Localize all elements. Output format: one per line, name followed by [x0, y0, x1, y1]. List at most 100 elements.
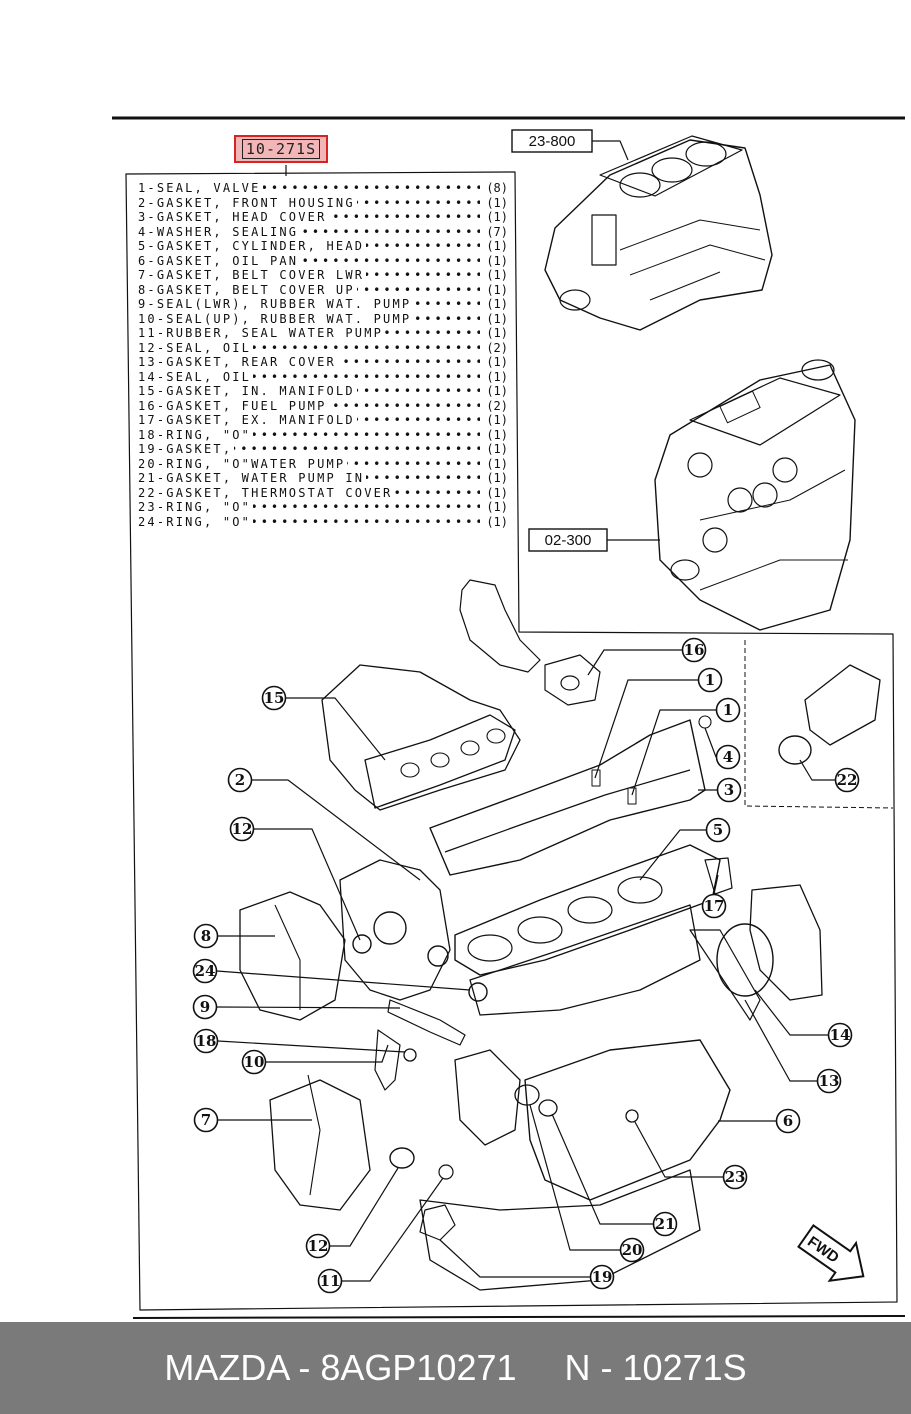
callout-20: 20 [529, 1104, 645, 1263]
callout-16: 16 [587, 637, 707, 676]
parts-list-row: ••••••••••••••••••••••••••••••••••••••••… [138, 239, 510, 254]
callout-3: 3 [698, 777, 742, 803]
part-label: 9-SEAL(LWR), RUBBER WAT. PUMP [138, 297, 414, 311]
engine-assembly-illustration [654, 359, 856, 631]
part-quantity: (1) [486, 326, 508, 340]
part-label: 4-WASHER, SEALING [138, 224, 301, 239]
callout-number: 1 [705, 671, 715, 689]
callout-circle [192, 994, 218, 1020]
head-cover-gasket-edge [444, 769, 691, 853]
callout-12: 12 [229, 816, 361, 941]
part-quantity: (1) [486, 427, 508, 442]
water-pump-inlet-gasket [538, 1099, 558, 1117]
callout-number: 14 [830, 1026, 851, 1044]
callout-number: 10 [244, 1053, 265, 1071]
parts-list-row: ••••••••••••••••••••••••••••••••••••••••… [138, 442, 508, 456]
fuel-pump-gasket-hole [560, 675, 580, 691]
callout-number: 9 [200, 998, 210, 1016]
callout-number: 16 [684, 641, 705, 659]
parts-list-row: ••••••••••••••••••••••••••••••••••••••••… [138, 210, 510, 225]
diagram-frame [125, 171, 898, 1311]
callout-number: 20 [622, 1241, 643, 1259]
callout-2: 2 [227, 767, 421, 881]
part-label: 20-RING, "O"WATER PUMP [138, 456, 348, 471]
engine-port [772, 457, 798, 483]
parts-list-row: ••••••••••••••••••••••••••••••••••••••••… [138, 326, 510, 341]
oring-24 [468, 982, 488, 1002]
parts-list-row: ••••••••••••••••••••••••••••••••••••••••… [138, 282, 510, 298]
callout-circle [193, 1107, 219, 1133]
parts-list-row: ••••••••••••••••••••••••••••••••••••••••… [138, 195, 510, 211]
rear-cover-13 [689, 929, 761, 1021]
callout-21: 21 [551, 1113, 678, 1237]
part-label: 6-GASKET, OIL PAN [138, 253, 301, 268]
water-pump-rubber-seal [438, 1164, 454, 1180]
part-quantity: (1) [486, 471, 508, 485]
cylinder-bore [619, 172, 661, 198]
exhaust-manifold-gasket [704, 857, 733, 895]
head-gasket-bore [467, 934, 513, 962]
callout-number: 4 [723, 748, 733, 766]
front-housing-oring [427, 945, 449, 967]
callout-circle [697, 667, 723, 693]
parts-list-row: ••••••••••••••••••••••••••••••••••••••••… [138, 514, 508, 529]
callout-1: 1 [594, 667, 723, 779]
callout-circle [241, 1049, 267, 1075]
callout-circle [193, 923, 219, 949]
callout-22: 22 [799, 759, 860, 793]
part-label: 7-GASKET, BELT COVER LWR [138, 268, 367, 282]
head-gasket-bore [517, 916, 563, 944]
part-label: 21-GASKET, WATER PUMP IN [138, 471, 367, 485]
callout-5: 5 [639, 817, 731, 881]
front-oil-seal [373, 911, 407, 945]
part-label: 15-GASKET, IN. MANIFOLD [138, 384, 357, 398]
part-label: 12-SEAL, OIL [138, 340, 254, 355]
parts-list-row: ••••••••••••••••••••••••••••••••••••••••… [138, 311, 510, 327]
parts-list-row: ••••••••••••••••••••••••••••••••••••••••… [138, 369, 508, 384]
thermostat-cover-gasket [778, 735, 812, 765]
engine-port [727, 487, 753, 513]
callout-number: 7 [201, 1111, 211, 1129]
callout-23: 23 [634, 1121, 748, 1190]
callout-number: 12 [232, 820, 253, 838]
callout-circle [619, 1237, 645, 1263]
callout-leader [439, 1239, 590, 1278]
rear-cover-gasket [749, 884, 823, 1001]
ref-engine-assy-label: 02-300 [545, 532, 592, 549]
cylinder-head-gasket [454, 844, 721, 976]
ref-engine-assy-frame [528, 528, 608, 552]
part-label: 3-GASKET, HEAD COVER [138, 210, 329, 224]
engine-crank-pulley [670, 559, 700, 581]
manifold-port [460, 740, 480, 756]
kit-code-tag[interactable]: 10-271S [234, 135, 328, 163]
callout-leader [252, 779, 421, 881]
engine-outline [654, 364, 856, 631]
oil-filler-cap [801, 359, 835, 381]
callout-circle [589, 1264, 615, 1290]
manifold-port [486, 728, 506, 744]
callout-circle [701, 893, 727, 919]
footer-brand-part-number: MAZDA - 8AGP10271 [164, 1347, 517, 1388]
short-block-illustration [544, 135, 773, 331]
callout-11: 11 [317, 1177, 444, 1294]
piston [591, 214, 617, 266]
parts-list-row: ••••••••••••••••••••••••••••••••••••••••… [138, 181, 508, 195]
callout-circle [716, 777, 742, 803]
callout-number: 6 [783, 1112, 793, 1130]
part-label: 2-GASKET, FRONT HOUSING [138, 195, 357, 210]
part-label: 19-GASKET, [138, 442, 235, 456]
callout-leader [799, 759, 835, 781]
callout-circle [192, 958, 218, 984]
intake-manifold [321, 664, 521, 811]
callout-24: 24 [192, 958, 471, 991]
block-deck [599, 135, 743, 197]
water-pump-seal-lower [387, 999, 466, 1046]
inset-divider [744, 640, 894, 809]
callout-number: 12 [308, 1237, 329, 1255]
fuel-pump-body [459, 579, 541, 673]
callout-15: 15 [261, 685, 386, 761]
callout-13: 13 [744, 999, 842, 1094]
callout-number: 15 [264, 689, 285, 707]
callout-circle [834, 767, 860, 793]
ref-short-block: 23-800 [511, 129, 629, 161]
